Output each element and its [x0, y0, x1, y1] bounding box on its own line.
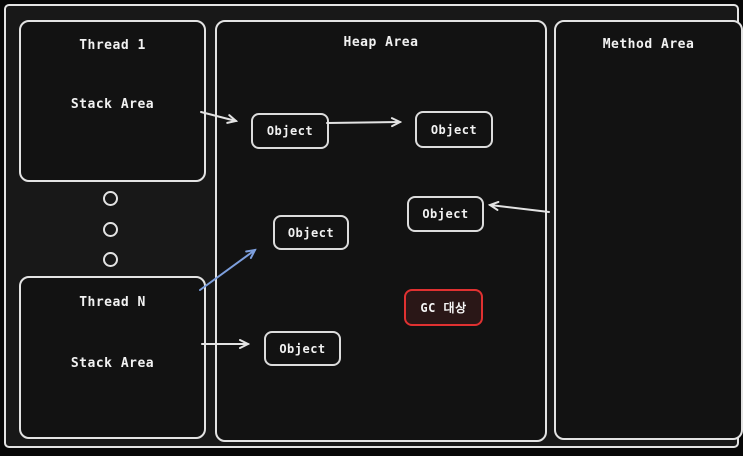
thread-n-stack-area-label: Stack Area [70, 356, 155, 371]
ellipsis-circle-icon [103, 222, 118, 237]
heap-area-box[interactable]: Heap Area Object Object Object Object Ob… [215, 20, 547, 442]
ellipsis-circle-icon [103, 252, 118, 267]
thread1-title: Thread 1 [79, 38, 146, 53]
thread-n-box[interactable]: Thread N Stack Area [19, 276, 206, 439]
thread-n-title: Thread N [79, 295, 146, 310]
heap-object-4[interactable]: Object [273, 215, 349, 250]
heap-object-1[interactable]: Object [251, 113, 329, 149]
heap-object-5[interactable]: Object [264, 331, 341, 366]
heap-object-3[interactable]: Object [407, 196, 484, 232]
gc-target-box[interactable]: GC 대상 [404, 289, 483, 326]
method-area-box[interactable]: Method Area [554, 20, 743, 440]
thread1-box[interactable]: Thread 1 Stack Area [19, 20, 206, 182]
heap-object-2[interactable]: Object [415, 111, 493, 148]
diagram-frame: Thread 1 Stack Area Thread N Stack Area … [4, 4, 743, 448]
thread1-stack-area-label: Stack Area [70, 97, 155, 112]
ellipsis-circle-icon [103, 191, 118, 206]
method-area-title: Method Area [602, 37, 695, 52]
heap-area-title: Heap Area [343, 35, 419, 50]
